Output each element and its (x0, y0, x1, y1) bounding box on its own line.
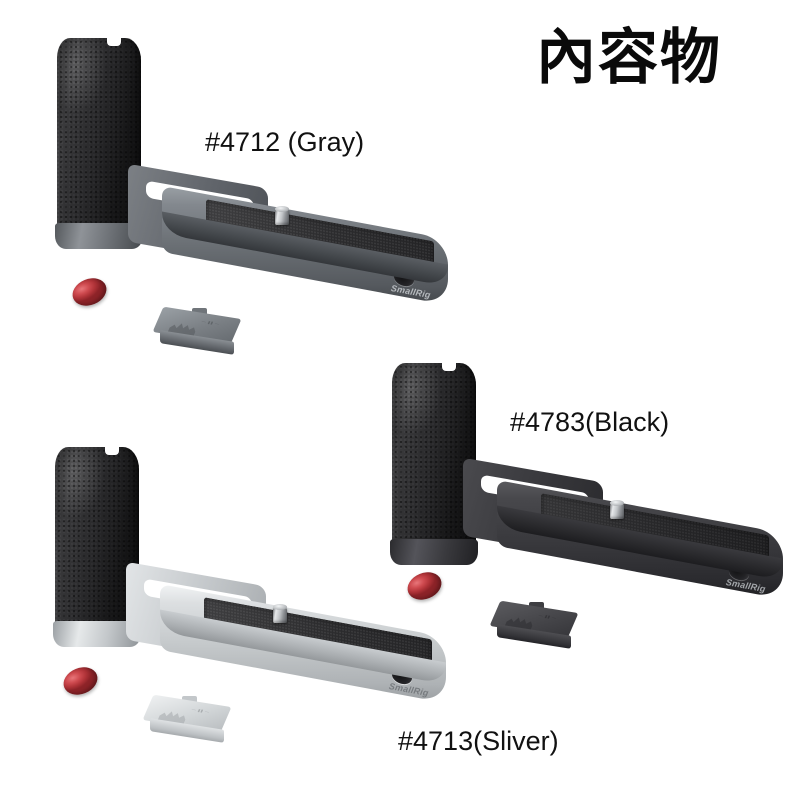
cold-shoe-cover-silver: — ▮▮ — (142, 694, 232, 743)
grip-texture (55, 447, 139, 631)
grip-notch (442, 362, 456, 371)
grip-notch (105, 446, 119, 455)
mounting-screw-silver (273, 604, 287, 623)
grip-texture (392, 363, 476, 549)
screw-head (273, 604, 287, 610)
grip-texture (57, 38, 141, 233)
shoe-tab (192, 308, 207, 314)
grip-body (392, 363, 476, 549)
grip-body (57, 38, 141, 233)
shoe-tab (182, 696, 197, 702)
product-label-black: #4783(Black) (510, 407, 670, 437)
grip-gray (57, 37, 141, 233)
cold-shoe-cover-black: — ▮▮ — (489, 600, 579, 649)
screw-head (610, 500, 624, 506)
grip-black (392, 362, 476, 549)
shoe-tab (529, 602, 544, 608)
product-label-gray: #4712 (Gray) (205, 127, 365, 157)
mounting-screw-gray (275, 206, 289, 225)
product-label-silver: #4713(Sliver) (398, 726, 559, 756)
grip-collar (390, 539, 478, 565)
mounting-screw-black (610, 500, 624, 519)
grip-silver (55, 446, 139, 631)
cold-shoe-cover-gray: — ▮▮ — (152, 306, 242, 355)
hex-key-tool-silver (59, 662, 102, 700)
grip-notch (107, 37, 121, 46)
grip-body (55, 447, 139, 631)
page-title: 內容物 (536, 23, 722, 93)
screw-head (275, 206, 289, 212)
